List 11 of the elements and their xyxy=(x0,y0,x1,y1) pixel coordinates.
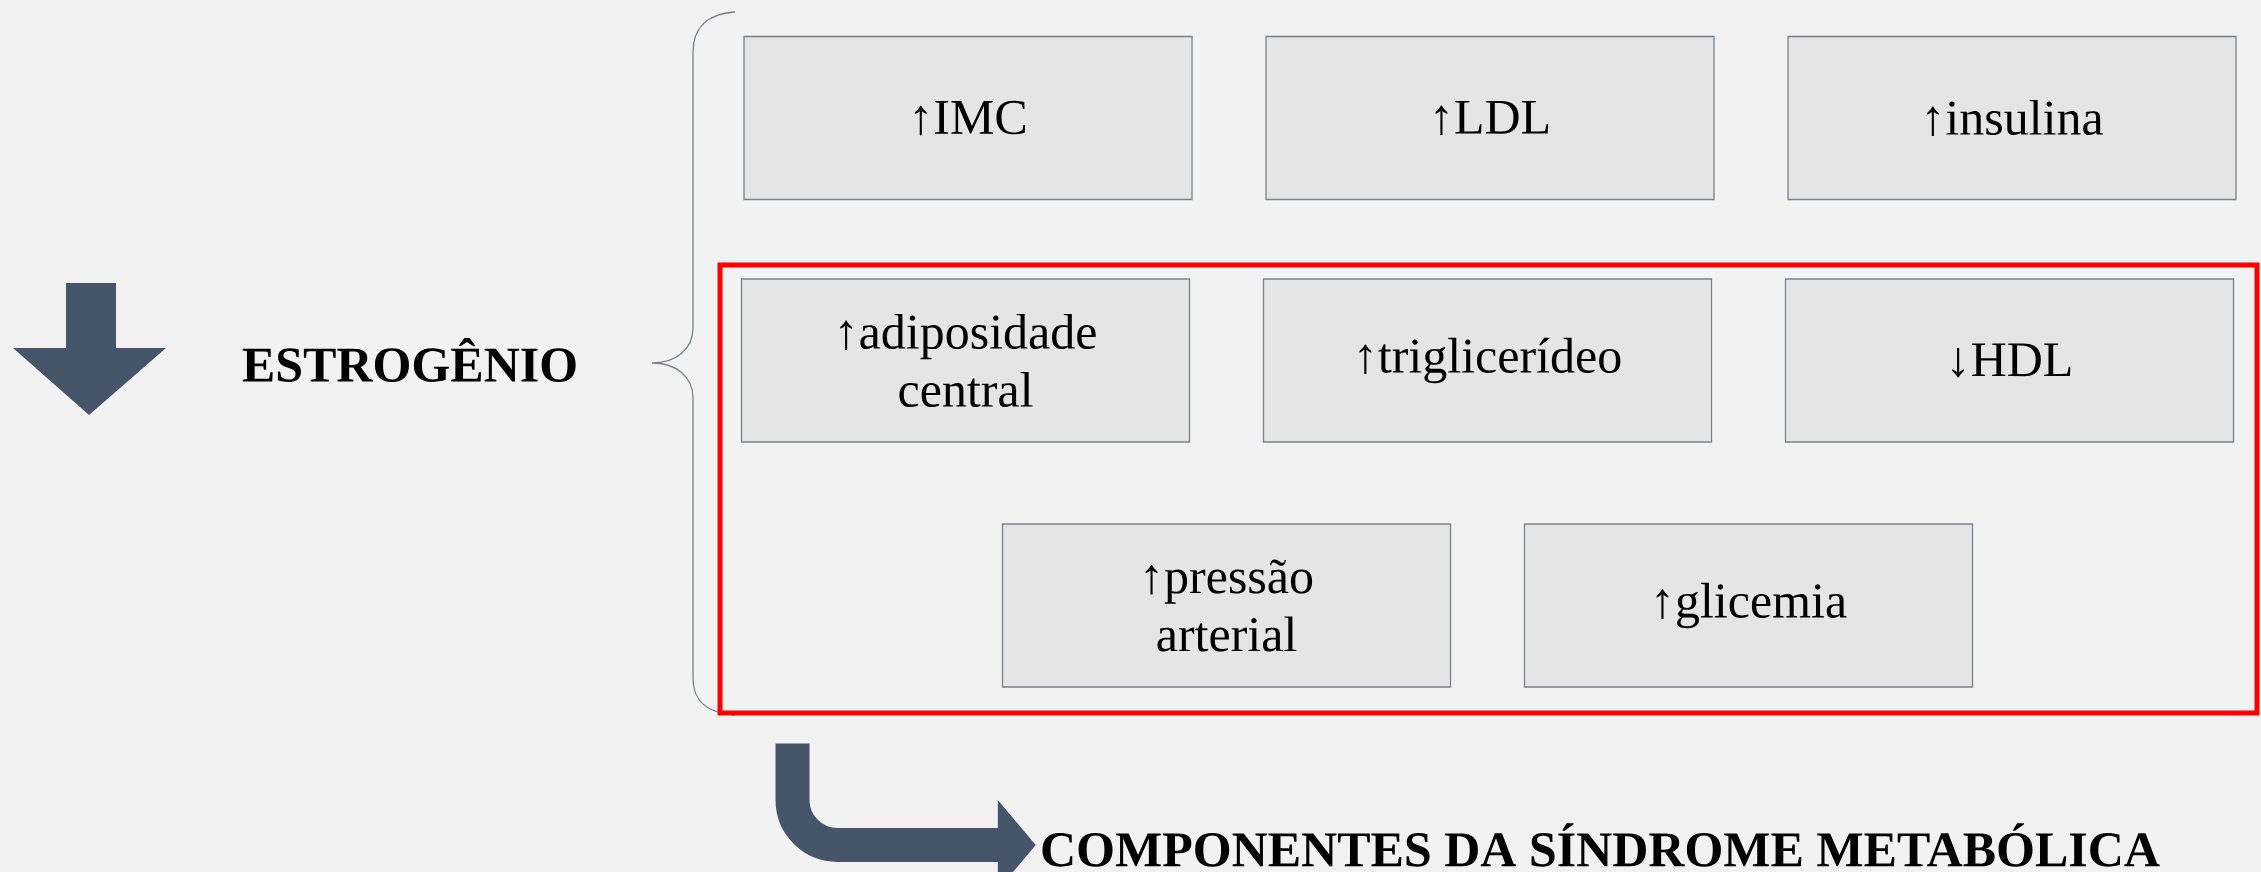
term-box: ↓HDL xyxy=(1784,278,2235,443)
term-box: ↑insulina xyxy=(1787,35,2237,201)
group-frame xyxy=(717,262,2260,716)
term-box: ↑pressão arterial xyxy=(1001,523,1452,688)
heading-label: ESTROGÊNIO xyxy=(242,338,576,382)
term-box: ↑IMC xyxy=(743,35,1193,201)
term-box: ↑triglicerídeo xyxy=(1262,278,1713,443)
heading-label: COMPONENTES DA SÍNDROME METABÓLICA xyxy=(1042,823,2160,867)
term-box: ↑glicemia xyxy=(1523,523,1974,688)
term-box: ↑adiposidade central xyxy=(740,278,1191,443)
term-box: ↑LDL xyxy=(1265,35,1715,201)
